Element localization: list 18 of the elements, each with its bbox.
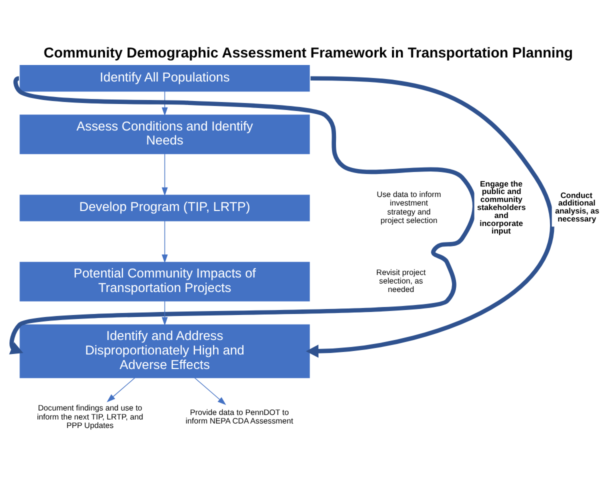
arrow — [162, 220, 168, 264]
label: Use data to inform investment strategy and project selection — [376, 190, 442, 225]
node-text: Provide data to PennDOT to inform NEPA CDA Assessment — [186, 408, 294, 426]
node-box: Identify All Populations — [20, 65, 310, 92]
node-box: Assess Conditions and Identify Needs — [20, 114, 310, 154]
arrow — [106, 378, 136, 402]
node-box: Identify and Address Disproportionately High and Adverse Effects — [20, 324, 310, 378]
label: Revisit project selection, as needed — [376, 268, 426, 294]
arrow — [162, 300, 168, 326]
arrow — [194, 378, 226, 406]
node-text: Document findings and use to inform the next TIP, LRTP, and PPP Updates — [36, 404, 144, 430]
arrow — [306, 76, 554, 358]
node-box: Develop Program (TIP, LRTP) — [20, 194, 310, 222]
arrow — [162, 154, 168, 196]
edge-label: Conduct additional analysis, as necessary — [555, 190, 600, 224]
diagram-title: Community Demographic Assessment Framework in Transportation Planning — [44, 46, 573, 62]
edge-label: Engage the public and community stakeholders and incorporate input — [477, 179, 526, 236]
node-box: Potential Community Impacts of Transportation Projects — [20, 262, 310, 302]
